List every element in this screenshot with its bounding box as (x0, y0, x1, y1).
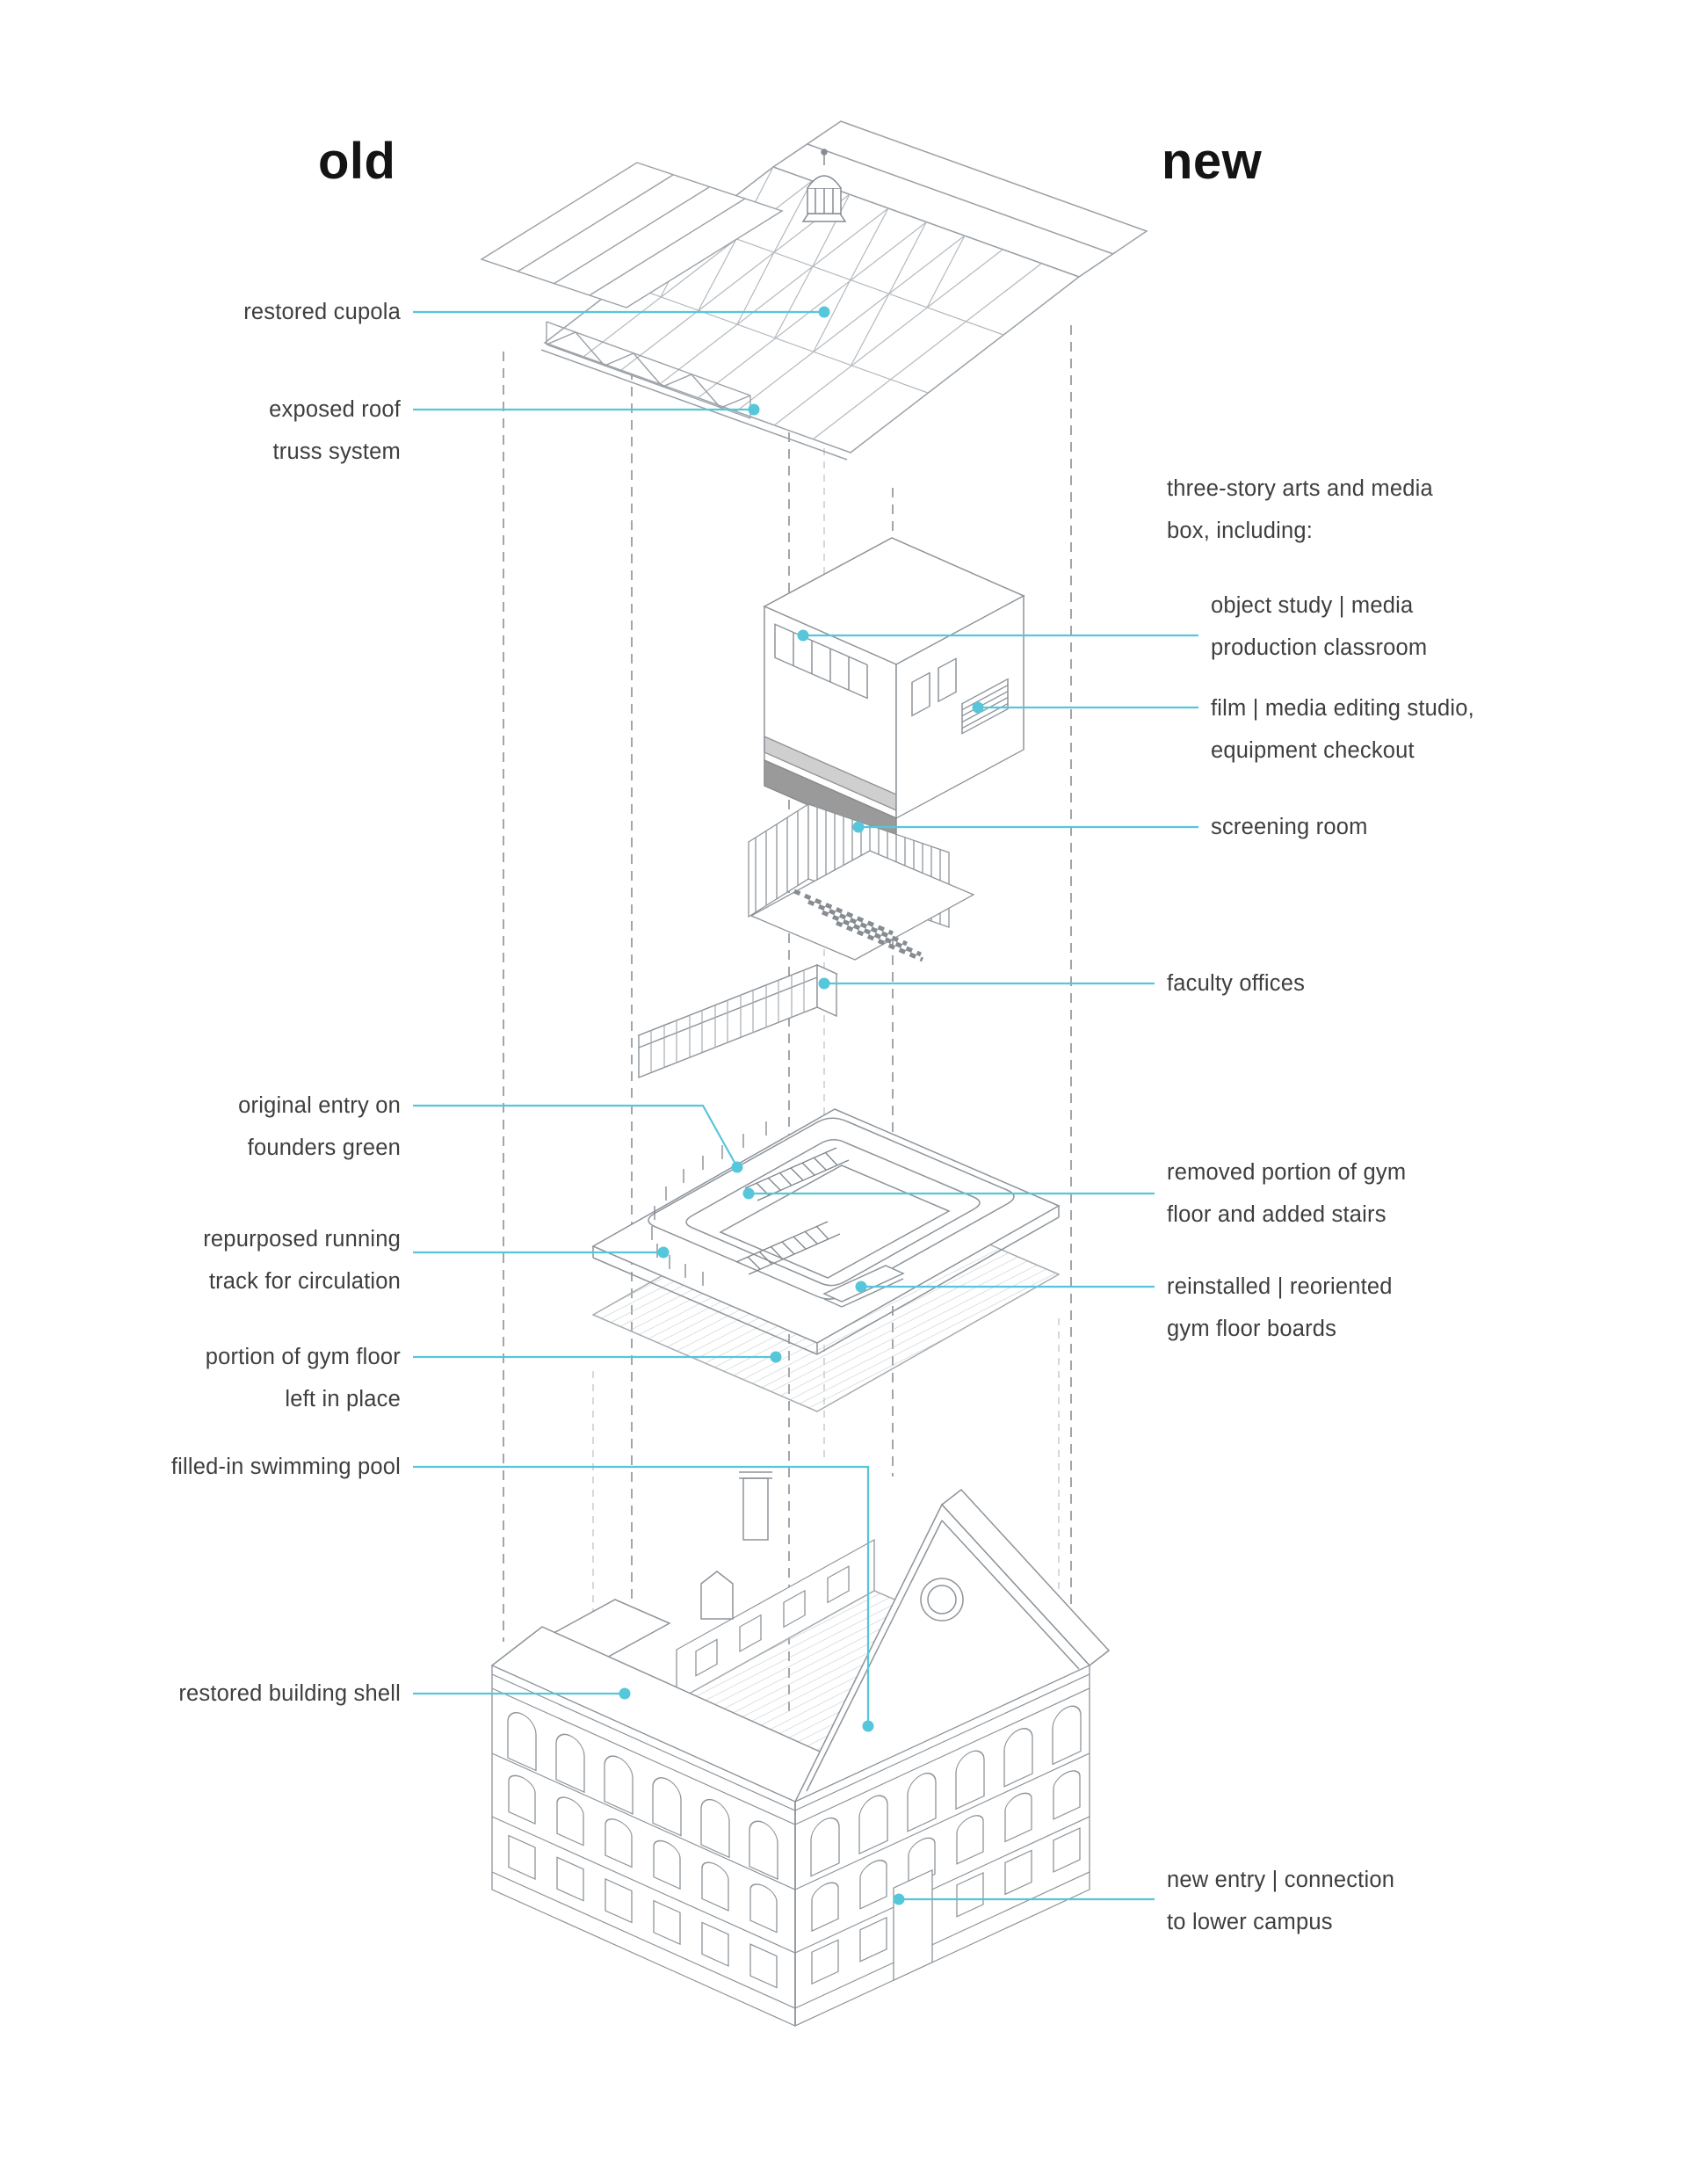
lifted-roof-panel-drawing (480, 162, 784, 308)
dot-repurposed-track (657, 1246, 670, 1259)
dot-faculty-offices (818, 977, 830, 990)
label-reinstalled-boards: reinstalled | reoriented gym floor board… (1167, 1274, 1393, 1341)
dot-removed-gym-floor (742, 1187, 755, 1200)
media-box-drawing (763, 537, 1025, 845)
screening-room-drawing (748, 802, 975, 962)
dot-restored-shell (619, 1687, 631, 1700)
label-new-entry: new entry | connection to lower campus (1167, 1868, 1395, 1934)
label-object-study: object study | media production classroo… (1211, 593, 1428, 660)
roof-truss-drawing (540, 120, 1148, 461)
dot-new-entry (893, 1893, 905, 1905)
label-original-entry: original entry on founders green (238, 1093, 401, 1160)
dot-screening-room (852, 821, 865, 833)
label-repurposed-track: repurposed running track for circulation (203, 1227, 401, 1294)
truss-girder-drawing (546, 321, 751, 419)
dot-exposed-truss (748, 403, 760, 416)
building-shell-drawing (490, 1471, 1111, 2027)
leader-lines (413, 310, 1198, 1901)
dot-restored-cupola (818, 306, 830, 318)
label-restored-cupola: restored cupola (243, 300, 401, 324)
dot-film-editing (972, 701, 984, 714)
label-arts-media-box: three-story arts and media box, includin… (1167, 476, 1433, 543)
label-restored-shell: restored building shell (178, 1681, 401, 1706)
old-heading: old (318, 133, 396, 190)
label-filled-pool: filled-in swimming pool (170, 1455, 401, 1479)
label-faculty-offices: faculty offices (1167, 971, 1306, 996)
label-film-editing: film | media editing studio, equipment c… (1211, 696, 1474, 763)
new-heading: new (1162, 133, 1263, 190)
label-screening-room: screening room (1211, 815, 1368, 839)
projection-lines (503, 215, 1072, 1718)
leader-dots (619, 306, 984, 1905)
gym-floor-plate-drawing (591, 1108, 1061, 1412)
dot-original-entry (731, 1161, 743, 1173)
cupola-drawing (801, 149, 847, 222)
label-gym-floor-left: portion of gym floor left in place (205, 1345, 401, 1411)
dot-reinstalled-boards (855, 1281, 867, 1293)
label-exposed-roof-truss: exposed roof truss system (269, 397, 401, 464)
faculty-offices-drawing (637, 963, 838, 1079)
label-removed-gym-floor: removed portion of gym floor and added s… (1167, 1160, 1407, 1227)
dot-object-study (797, 629, 809, 642)
dot-filled-pool (862, 1720, 874, 1732)
dot-gym-floor-left (770, 1351, 782, 1363)
